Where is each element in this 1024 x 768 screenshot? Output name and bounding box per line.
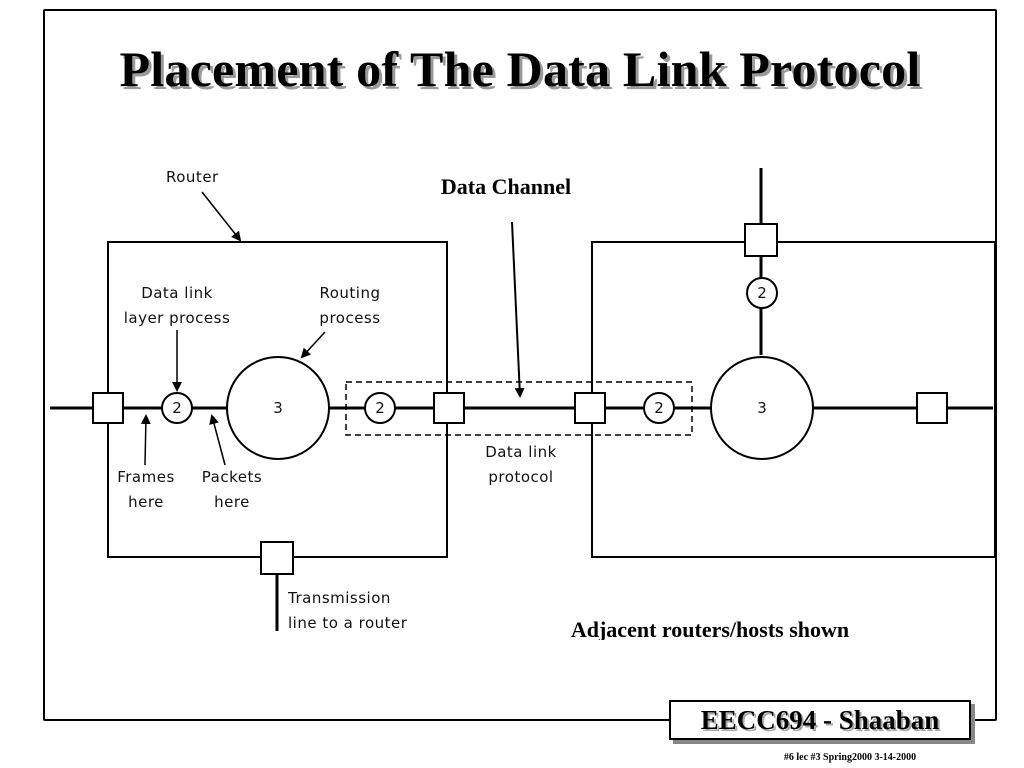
lecture-footer-note: #6 lec #3 Spring2000 3-14-2000 [783,752,917,763]
slide-title: Placement of The Data Link Protocol [119,41,921,97]
data-link-label-line2: layer process [124,309,231,327]
packets-label-line1: Packets [202,468,262,486]
routing-process-arrow [300,331,326,359]
right-inbound-dl-process [643,392,675,424]
left-outbound-dl-process [364,392,396,424]
right-top-dl-process [746,277,778,309]
diagram-canvas: 2 3 2 2 3 2 Router Data link layer proce… [50,168,996,640]
data-link-label-line1: Data link [141,284,213,302]
frames-label-line2: here [128,493,164,511]
router-arrow [201,191,242,242]
frames-arrow [140,414,151,466]
routing-label-line2: process [319,309,380,327]
transmission-label-line1: Transmission [287,589,391,607]
right-routing-process [710,356,814,460]
routing-label-line1: Routing [319,284,380,302]
packets-arrow [209,414,226,466]
transmission-label-line2: line to a router [288,614,408,632]
data-link-diagram: 2 3 2 2 3 2 Router Data link layer proce… [40,160,1004,640]
left-dl-process [161,392,193,424]
right-left-interface [574,392,606,424]
right-top-interface [744,223,778,257]
left-outbound-dl-number: 2 [375,399,385,417]
right-top-dl-number: 2 [757,284,767,302]
left-right-interface [433,392,465,424]
frames-label-line1: Frames [117,468,175,486]
right-edge-interface [916,392,948,424]
left-edge-interface [92,392,124,424]
packets-label-line2: here [214,493,250,511]
left-bottom-interface [260,541,294,575]
data-channel-arrow [511,221,525,398]
course-footer-label: EECC694 - Shaaban [669,700,971,740]
left-routing-number: 3 [273,399,283,417]
left-routing-process [226,356,330,460]
left-dl-process-number: 2 [172,399,182,417]
data-channel-label: Data Channel [441,174,571,199]
right-inbound-dl-number: 2 [654,399,664,417]
router-label: Router [166,168,219,186]
dl-protocol-label-line2: protocol [488,468,553,486]
dl-protocol-label-line1: Data link [485,443,557,461]
right-routing-number: 3 [757,399,767,417]
adjacent-caption: Adjacent routers/hosts shown [571,617,849,640]
